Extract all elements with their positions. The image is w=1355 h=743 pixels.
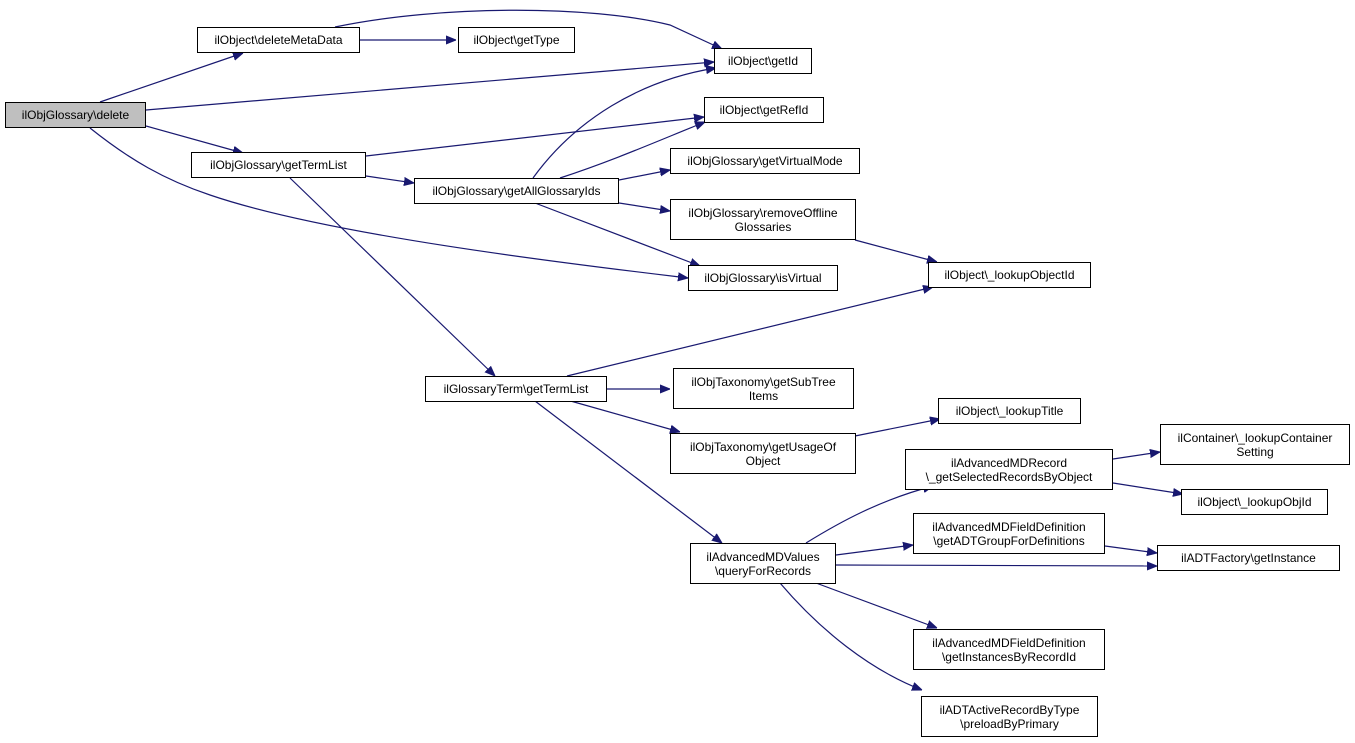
edge-getadtgroup-adtfactory	[1104, 545, 1157, 553]
edge-gettermlist-getallglossaryids	[365, 175, 414, 183]
edge-delete-isvirtual	[89, 127, 688, 278]
edge-gettermlist-glossaryterm	[289, 177, 495, 376]
edge-getallglossaryids-isvirtual	[534, 202, 700, 266]
node-objglossary-getvirtualmode[interactable]: ilObjGlossary\getVirtualMode	[670, 148, 860, 174]
node-advancedmdvalues-queryforrecords[interactable]: ilAdvancedMDValues \queryForRecords	[690, 543, 836, 584]
node-objtaxonomy-getusageofobject[interactable]: ilObjTaxonomy\getUsageOf Object	[670, 433, 856, 474]
edge-delete-deletemetadata	[99, 53, 243, 103]
node-objglossary-delete: ilObjGlossary\delete	[5, 102, 146, 128]
node-object-deletemetadata[interactable]: ilObject\deleteMetaData	[197, 27, 360, 53]
edge-getusageofobject-lookuptitle	[854, 419, 940, 437]
edge-gettermlist-getrefid	[365, 117, 704, 157]
edge-getselectedrecords-lookupcontainersetting	[1112, 452, 1160, 460]
node-adtactiverecordbytype-preloadbyprimary[interactable]: ilADTActiveRecordByType \preloadByPrimar…	[921, 696, 1098, 737]
node-objglossary-isvirtual[interactable]: ilObjGlossary\isVirtual	[688, 265, 838, 291]
node-glossaryterm-gettermlist[interactable]: ilGlossaryTerm\getTermList	[425, 376, 607, 402]
edge-delete-getid	[145, 62, 714, 111]
edge-deletemetadata-getid	[334, 9, 722, 49]
edge-getallglossaryids-getrefid	[559, 121, 705, 179]
edge-queryforrecords-adtfactory	[835, 565, 1157, 566]
node-advancedmdfielddefinition-getadtgroupfordefinitions[interactable]: ilAdvancedMDFieldDefinition \getADTGroup…	[913, 513, 1105, 554]
node-objglossary-gettermlist[interactable]: ilObjGlossary\getTermList	[191, 152, 366, 178]
node-advancedmdfielddefinition-getinstancesbyrecordid[interactable]: ilAdvancedMDFieldDefinition \getInstance…	[913, 629, 1105, 670]
node-objglossary-getallglossaryids[interactable]: ilObjGlossary\getAllGlossaryIds	[414, 178, 619, 204]
edge-queryforrecords-getadtgroup	[835, 545, 913, 556]
edge-getallglossaryids-getvirtualmode	[618, 170, 670, 181]
node-object-getrefid[interactable]: ilObject\getRefId	[704, 97, 824, 123]
node-object-gettype[interactable]: ilObject\getType	[458, 27, 575, 53]
node-container-lookupcontainersetting[interactable]: ilContainer\_lookupContainer Setting	[1160, 424, 1350, 465]
edge-removeoffline-lookupobjectid	[854, 239, 937, 262]
node-advancedmdrecord-getselectedrecordsbyobject[interactable]: ilAdvancedMDRecord \_getSelectedRecordsB…	[905, 449, 1113, 490]
edge-queryforrecords-getinstancesbyrecordid	[815, 582, 937, 628]
node-adtfactory-getinstance[interactable]: ilADTFactory\getInstance	[1157, 545, 1340, 571]
node-object-lookupobjectid[interactable]: ilObject\_lookupObjectId	[928, 262, 1091, 288]
node-object-lookuptitle[interactable]: ilObject\_lookupTitle	[938, 398, 1081, 424]
node-object-lookupobjid[interactable]: ilObject\_lookupObjId	[1181, 489, 1328, 515]
edge-getallglossaryids-removeoffline	[618, 202, 670, 211]
edge-glossaryterm-getusageofobject	[566, 399, 680, 432]
edge-queryforrecords-getselectedrecords	[805, 486, 933, 544]
edge-delete-gettermlist	[145, 125, 243, 153]
node-objglossary-removeofflineglossaries[interactable]: ilObjGlossary\removeOffline Glossaries	[670, 199, 856, 240]
edge-glossaryterm-lookupobjectid	[566, 287, 933, 377]
edge-queryforrecords-preloadbyprimary	[779, 582, 922, 690]
node-objtaxonomy-getsubtreeitems[interactable]: ilObjTaxonomy\getSubTree Items	[673, 368, 854, 409]
edge-getallglossaryids-getid	[532, 68, 716, 179]
edge-getselectedrecords-lookupobjid	[1112, 482, 1183, 494]
edge-glossaryterm-queryforrecords	[534, 400, 722, 543]
node-object-getid[interactable]: ilObject\getId	[714, 48, 812, 74]
